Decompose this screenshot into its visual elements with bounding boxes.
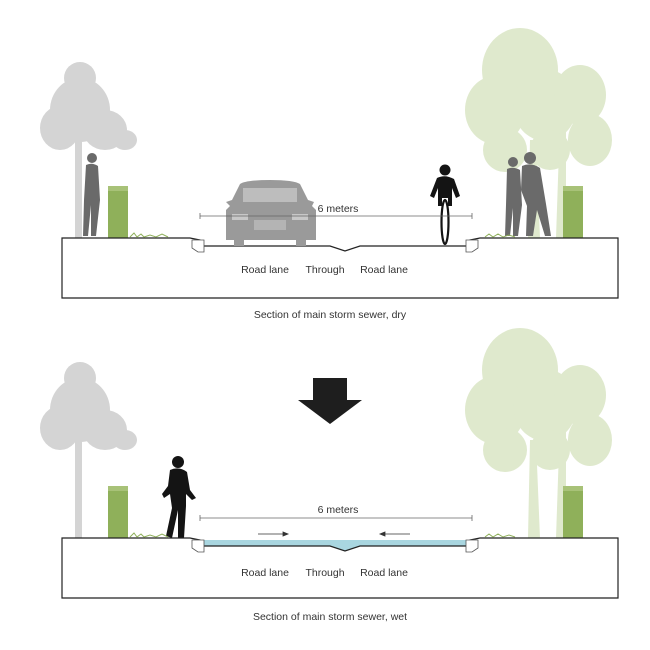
down-arrow-icon [298, 378, 362, 424]
wet-pedestrian [162, 456, 196, 538]
wet-dimension-line [199, 515, 473, 521]
dry-left-tree-crown-lobe [64, 62, 96, 94]
wet-left-curb [191, 539, 205, 553]
dry-right-trees [465, 28, 612, 238]
wet-lane-label-center: Through [305, 567, 344, 579]
wet-water [204, 540, 466, 551]
dry-dimension-line [199, 213, 473, 219]
wet-section: 6 meters Road lane Through Road lane Sec… [40, 328, 619, 623]
wet-caption: Section of main storm sewer, wet [253, 611, 407, 623]
wet-left-tree-trunk [75, 440, 82, 538]
wet-right-green-trunk [563, 486, 583, 538]
wet-left-green-trunk [108, 486, 128, 538]
wet-grass-right [484, 533, 516, 538]
dry-dimension-label: 6 meters [318, 203, 359, 215]
wet-lane-label-left: Road lane [241, 567, 289, 579]
dry-right-curb [465, 239, 479, 253]
wet-left-tree-crown-lobe [64, 362, 96, 394]
wet-left-tree [40, 362, 137, 538]
dry-cyclist [430, 164, 460, 246]
dry-right-green-trunk [563, 186, 583, 238]
dry-section: 6 meters Road lane Through Road lane Sec… [40, 28, 619, 321]
dry-left-curb [191, 239, 205, 253]
wet-right-trees [465, 328, 612, 538]
flow-direction-arrow-icon [258, 531, 290, 537]
dry-lane-label-left: Road lane [241, 264, 289, 276]
dry-left-green-trunk [108, 186, 128, 238]
dry-grey-pedestrian [83, 153, 100, 236]
flow-direction-arrow-icon [378, 531, 410, 537]
dry-lane-label-center: Through [305, 264, 344, 276]
dry-lane-label-right: Road lane [360, 264, 408, 276]
dry-grass-left [129, 232, 169, 238]
dry-left-tree-crown-lobe [40, 106, 80, 150]
dry-left-tree [40, 62, 137, 238]
dry-left-tree-crown-lobe [113, 130, 137, 150]
dry-grey-couple [505, 152, 551, 236]
wet-lane-label-right: Road lane [360, 567, 408, 579]
wet-left-tree-crown-lobe [40, 406, 80, 450]
wet-grass-left [129, 532, 169, 538]
wet-right-curb [465, 539, 479, 553]
dry-caption: Section of main storm sewer, dry [254, 309, 407, 321]
wet-left-tree-crown-lobe [113, 430, 137, 450]
dry-left-tree-trunk [75, 140, 82, 238]
wet-dimension-label: 6 meters [318, 504, 359, 516]
dry-car [226, 180, 316, 246]
dry-grass-right [484, 233, 516, 238]
